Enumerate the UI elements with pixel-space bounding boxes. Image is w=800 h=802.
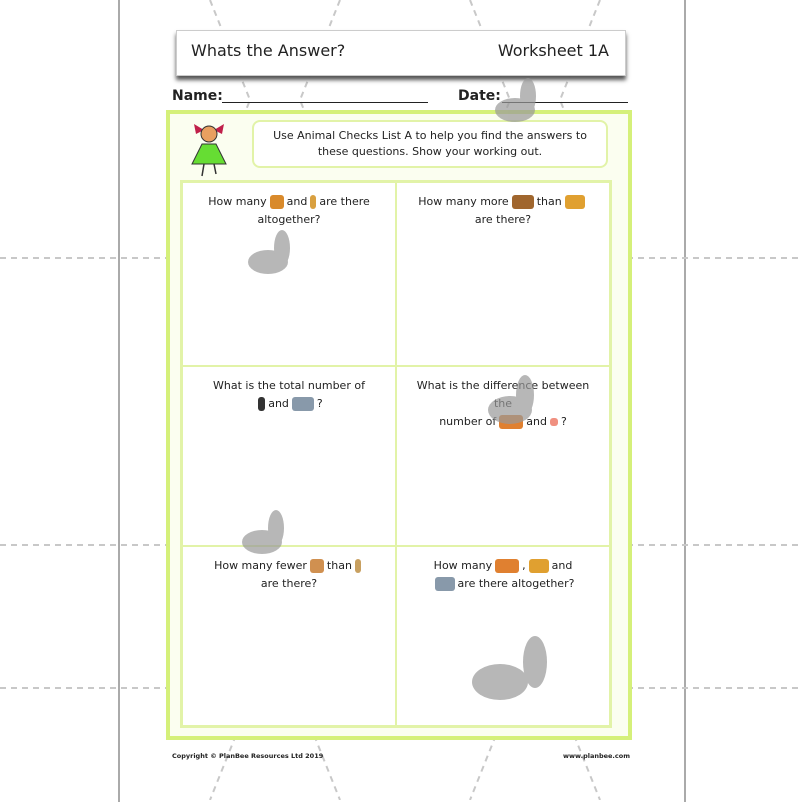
- question-text: How many: [433, 559, 493, 572]
- question-grid: How many and are there altogether? How many…: [180, 180, 612, 728]
- question-text: are there altogether?: [457, 577, 575, 590]
- question-text: How many more: [418, 195, 509, 208]
- question-text: number of: [439, 415, 497, 428]
- meerkat-icon: [354, 559, 361, 573]
- question-text: than: [536, 195, 562, 208]
- instruction-line-1: Use Animal Checks List A to help you fin…: [273, 129, 587, 142]
- kangaroo-icon: [309, 559, 324, 573]
- question-text: ?: [560, 415, 567, 428]
- monkey-icon: [269, 195, 284, 209]
- bear-icon: [511, 195, 534, 209]
- question-text: What is the total number of: [213, 379, 365, 392]
- question-text: ?: [316, 397, 323, 410]
- question-3[interactable]: What is the total number of and?: [182, 366, 396, 546]
- question-text: How many fewer: [214, 559, 307, 572]
- elephant-icon: [434, 577, 455, 591]
- question-5[interactable]: How many fewer than are there?: [182, 546, 396, 726]
- instruction-line-2: these questions. Show your working out.: [317, 145, 543, 158]
- date-label: Date:: [458, 88, 501, 104]
- question-text: are there?: [260, 577, 318, 590]
- question-text: What is the difference between the: [416, 379, 590, 410]
- name-field[interactable]: [222, 102, 428, 103]
- question-1[interactable]: How many and are there altogether?: [182, 182, 396, 366]
- question-text: and: [526, 415, 547, 428]
- flamingo-icon: [549, 418, 558, 426]
- question-text: and: [286, 195, 308, 208]
- tiger-icon: [495, 559, 520, 573]
- question-text: than: [326, 559, 352, 572]
- worksheet-title: Whats the Answer?: [191, 41, 346, 60]
- question-text: altogether?: [257, 213, 321, 226]
- question-6[interactable]: How many, and are there altogether?: [396, 546, 610, 726]
- copyright-text: Copyright © PlanBee Resources Ltd 2019: [172, 752, 324, 760]
- name-date-row: Name: Date:: [172, 88, 628, 108]
- lion-icon: [528, 559, 549, 573]
- question-text: How many: [208, 195, 267, 208]
- lion-icon: [564, 195, 585, 209]
- question-text: ,: [522, 559, 526, 572]
- question-text: are there?: [474, 213, 532, 226]
- name-label: Name:: [172, 88, 223, 104]
- date-field[interactable]: [502, 102, 628, 103]
- question-text: are there: [319, 195, 370, 208]
- worksheet-number: Worksheet 1A: [497, 41, 609, 60]
- girl-character-icon: [191, 124, 227, 177]
- instruction-bubble: Use Animal Checks List A to help you fin…: [252, 120, 608, 168]
- title-banner: Whats the Answer? Worksheet 1A: [176, 30, 626, 76]
- giraffe-icon: [310, 195, 317, 209]
- elephant-icon: [291, 397, 314, 411]
- question-text: and: [551, 559, 573, 572]
- question-2[interactable]: How many more than are there?: [396, 182, 610, 366]
- tiger-icon: [499, 415, 524, 429]
- question-text: and: [268, 397, 289, 410]
- question-4[interactable]: What is the difference between the number…: [396, 366, 610, 546]
- website-link[interactable]: www.planbee.com: [563, 752, 630, 760]
- penguin-icon: [258, 397, 266, 411]
